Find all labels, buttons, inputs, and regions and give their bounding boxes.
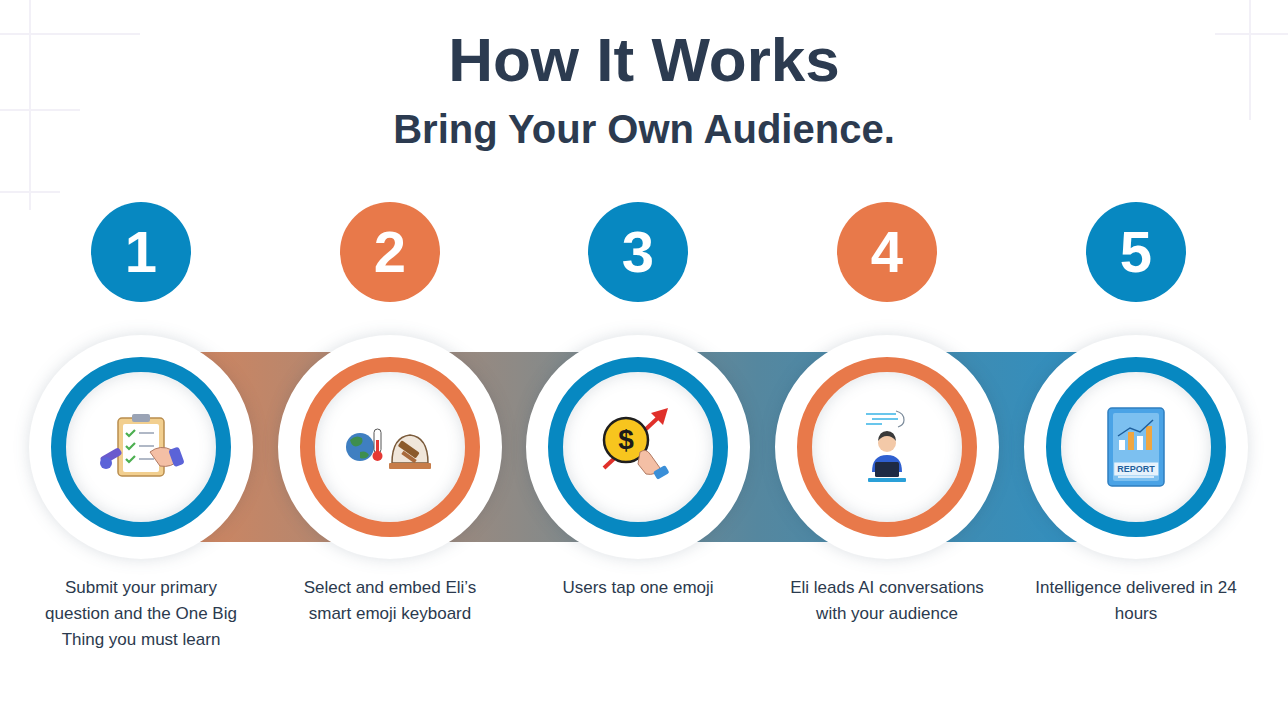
clip <box>132 414 150 422</box>
step-number-circle: 4 <box>837 202 937 302</box>
step-description: Users tap one emoji <box>526 575 750 601</box>
step-description: Select and embed Eli’s smart emoji keybo… <box>278 575 502 627</box>
step-description: Submit your primary question and the One… <box>29 575 253 653</box>
step-number: 2 <box>374 220 406 284</box>
report-page <box>1113 413 1159 481</box>
trend-line <box>1118 420 1153 436</box>
label-area: Bring Your Own Audience. <box>0 104 1288 154</box>
number-disk <box>91 202 191 302</box>
grid-line <box>1249 0 1251 120</box>
color-ring <box>1054 365 1219 530</box>
faint-grid <box>0 0 1288 210</box>
dome-base <box>389 463 431 469</box>
bar <box>1119 440 1125 450</box>
checklist-icon <box>99 414 184 476</box>
color-ring <box>59 365 224 530</box>
ring-shape <box>278 335 502 559</box>
dome <box>392 435 428 463</box>
white-halo <box>278 335 502 559</box>
ai-head-outline <box>896 411 904 427</box>
bar <box>1137 436 1143 450</box>
step-ring: Submit your primary question and the One… <box>29 335 253 653</box>
step-number-circle: 2 <box>340 202 440 302</box>
grid-line <box>0 33 140 35</box>
band-connector <box>502 352 526 542</box>
conversation-icon <box>866 411 906 482</box>
fist <box>100 457 112 469</box>
step-number-circle: 5 <box>1086 202 1186 302</box>
step-description: Intelligence delivered in 24 hours <box>1024 575 1248 627</box>
number-disk <box>1086 202 1186 302</box>
label-area: REPORT <box>1114 463 1158 476</box>
step-ring: Users tap one emoji <box>526 335 750 601</box>
white-halo <box>1024 335 1248 559</box>
step-number-circle: 3 <box>588 202 688 302</box>
label-area: $ <box>618 425 634 455</box>
coin-icon <box>604 408 670 480</box>
grid-line <box>29 0 31 210</box>
check-marks <box>126 430 135 462</box>
white-halo <box>526 335 750 559</box>
report-cover <box>1108 408 1164 486</box>
band-connector <box>750 352 775 542</box>
number-disk <box>837 202 937 302</box>
step-number: 1 <box>125 220 157 284</box>
ring-shape <box>1024 335 1248 559</box>
number-disk <box>588 202 688 302</box>
signal-lines <box>866 414 898 424</box>
step-description: Eli leads AI conversations with your aud… <box>775 575 999 627</box>
bar <box>1128 432 1134 450</box>
paper <box>123 424 159 472</box>
step-number: 3 <box>622 220 654 284</box>
page-title: How It Works <box>0 24 1288 96</box>
coin-symbol: $ <box>618 425 634 455</box>
cuff <box>653 465 670 480</box>
keyboard-emoji-icon <box>346 429 431 469</box>
ring-shape <box>526 335 750 559</box>
globe-land <box>350 436 369 458</box>
desk <box>868 478 906 482</box>
subtitle: Bring Your Own Audience. <box>0 104 1288 154</box>
bar <box>1146 426 1152 450</box>
step-ring: Eli leads AI conversations with your aud… <box>775 335 999 627</box>
grid-line <box>0 109 80 111</box>
step-ring: Select and embed Eli’s smart emoji keybo… <box>278 335 502 627</box>
gavel-handle <box>401 451 416 463</box>
report-rule <box>1118 476 1154 478</box>
growth-arrow-head <box>651 408 668 425</box>
thermometer-bulb <box>373 451 383 461</box>
report-icon <box>1108 408 1164 486</box>
color-ring <box>308 365 473 530</box>
color-ring <box>556 365 721 530</box>
ring-shape <box>29 335 253 559</box>
clipboard <box>118 418 164 476</box>
color-ring <box>805 365 970 530</box>
report-tag: REPORT <box>1114 463 1158 476</box>
step-number: 5 <box>1120 220 1152 284</box>
thermometer <box>374 429 381 453</box>
step-ring: Intelligence delivered in 24 hours <box>1024 335 1248 627</box>
band-connector <box>253 352 278 542</box>
step-number-circle: 1 <box>91 202 191 302</box>
sleeve <box>168 446 184 467</box>
ring-shape <box>775 335 999 559</box>
white-halo <box>775 335 999 559</box>
laptop <box>875 462 899 477</box>
step-number: 4 <box>871 220 903 284</box>
band-connector <box>999 352 1024 542</box>
number-disk <box>340 202 440 302</box>
title-area: How It Works <box>0 24 1288 96</box>
white-halo <box>29 335 253 559</box>
hair <box>878 431 896 441</box>
grid-line <box>1215 33 1288 35</box>
globe <box>346 433 374 461</box>
